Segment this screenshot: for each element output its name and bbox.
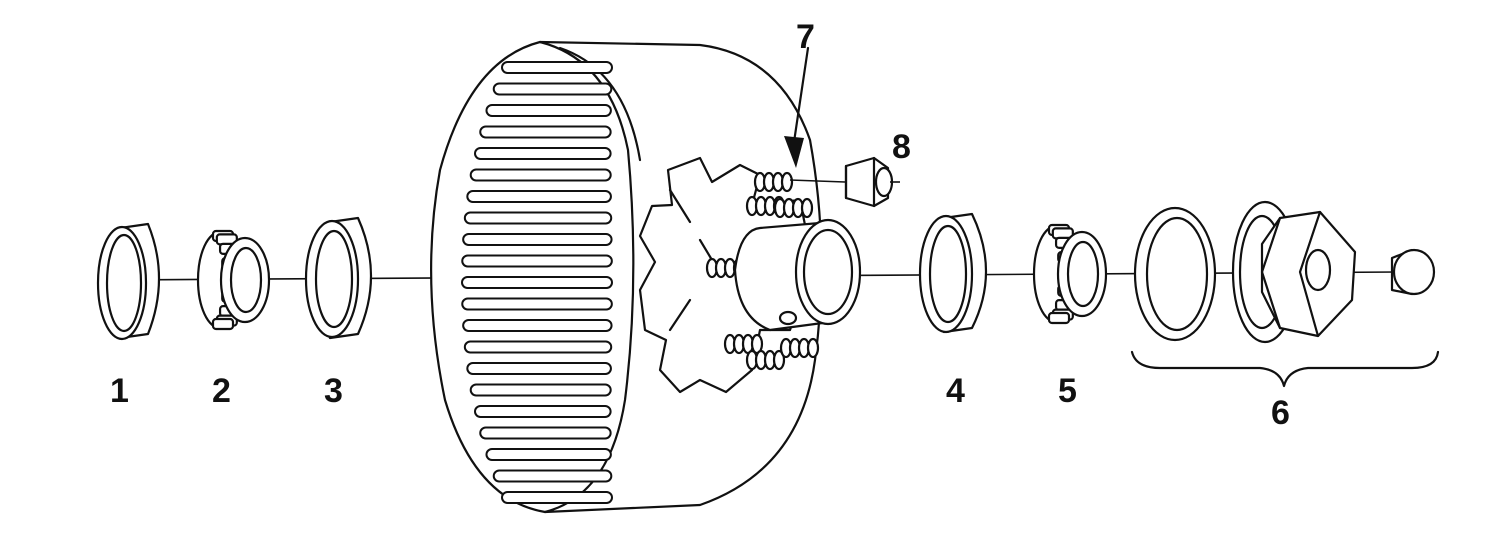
part-5-roller-bearing <box>1032 223 1108 325</box>
part-2-roller-bearing <box>196 229 271 331</box>
drum-slot <box>479 125 612 139</box>
brake-drum <box>430 40 823 514</box>
label-part-8: 8 <box>892 128 911 166</box>
drum-slot <box>469 383 612 397</box>
drum-slot <box>462 233 613 246</box>
stud-thread <box>806 337 820 359</box>
drum-slot <box>492 469 613 483</box>
bearing-roller <box>211 317 235 331</box>
label-part-7: 7 <box>796 18 815 56</box>
label-part-1: 1 <box>110 372 129 410</box>
stud-thread <box>800 197 814 219</box>
group-brace <box>1130 350 1440 388</box>
drum-slot <box>485 104 612 117</box>
stud-thread <box>780 171 794 193</box>
label-part-6: 6 <box>1271 394 1290 432</box>
part-8-lug-nut <box>789 156 900 208</box>
drum-slot <box>469 168 612 182</box>
drum-slot <box>466 362 612 375</box>
drum-cooling-slots <box>461 61 613 504</box>
drum-slot <box>463 340 613 354</box>
drum-slot <box>492 82 613 96</box>
drum-slot <box>474 405 612 418</box>
drum-slot <box>501 61 613 74</box>
part-7-hub-with-studs <box>638 156 862 394</box>
part-4-bearing-race <box>918 212 988 334</box>
label-part-4: 4 <box>946 372 965 410</box>
drum-slot <box>501 491 613 504</box>
drum-slot <box>462 319 613 332</box>
label-part-5: 5 <box>1058 372 1077 410</box>
callout-arrow-7 <box>784 46 810 168</box>
drum-slot <box>463 211 613 225</box>
drum-slot <box>479 426 612 440</box>
drum-slot <box>461 254 613 268</box>
label-part-2: 2 <box>212 372 231 410</box>
part-3-bearing-race <box>304 216 373 340</box>
stud-thread <box>772 349 786 371</box>
part-6-seal-nut-cap-kit <box>1130 200 1440 388</box>
drum-slot <box>474 147 612 160</box>
drum-slot <box>461 276 613 289</box>
drum-slot <box>461 297 613 311</box>
part-1-bearing-race <box>96 222 161 341</box>
drum-slot <box>466 190 612 203</box>
label-part-3: 3 <box>324 372 343 410</box>
drum-slot <box>485 448 612 461</box>
bearing-roller <box>1047 311 1071 325</box>
